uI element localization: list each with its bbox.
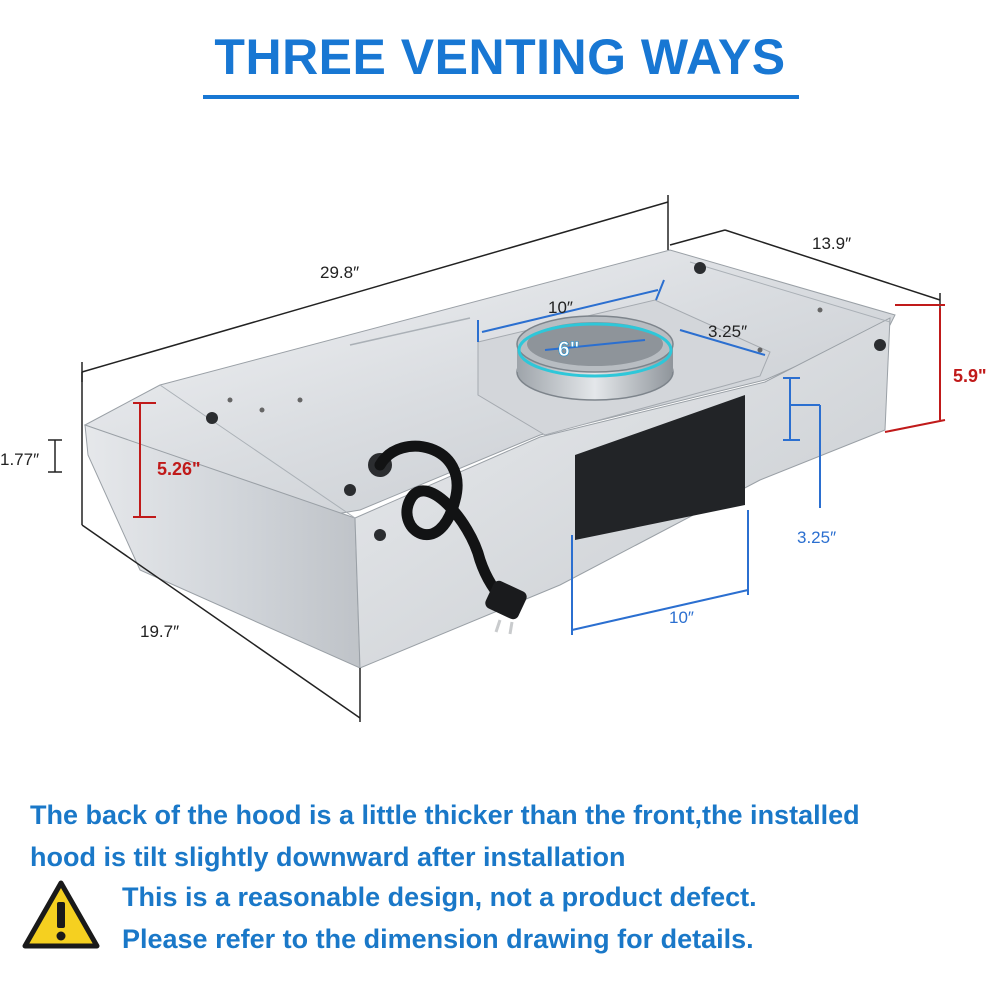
dim-round-duct-label: 6" (558, 338, 580, 361)
dim-front-height-label: 5.26" (157, 459, 201, 479)
dim-depth-label: 13.9″ (812, 234, 851, 253)
dim-rear-duct-length-label: 10″ (669, 608, 694, 627)
round-duct-collar (516, 315, 674, 401)
page-title: THREE VENTING WAYS (214, 29, 786, 85)
note-line-1: The back of the hood is a little thicker… (30, 800, 860, 830)
dim-width-label: 19.7″ (140, 622, 179, 641)
dimension-lines-black (48, 195, 941, 722)
dim-length-label: 29.8″ (320, 263, 359, 282)
dim-back-height-label: 5.9" (953, 366, 987, 386)
note-line-3: This is a reasonable design, not a produ… (122, 882, 757, 912)
hood-front-face (84, 424, 361, 669)
title-underline (203, 95, 799, 99)
power-cord (368, 440, 527, 635)
dimension-lines-red (133, 304, 946, 518)
rear-rectangular-vent (575, 395, 745, 540)
warning-triangle-icon (22, 880, 100, 949)
dim-top-duct-length-label: 10″ (548, 298, 573, 317)
note-line-4: Please refer to the dimension drawing fo… (122, 924, 754, 954)
note-line-2: hood is tilt slightly downward after ins… (30, 842, 626, 872)
dimension-lines-blue (477, 279, 821, 635)
dim-top-duct-width-label: 3.25″ (708, 322, 747, 341)
dim-front-edge-label: 1.77″ (0, 450, 39, 469)
dim-rear-duct-height-label: 3.25″ (797, 528, 836, 547)
